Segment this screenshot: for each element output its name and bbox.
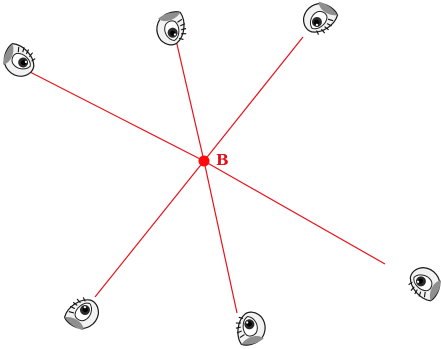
eye-icon	[298, 0, 340, 40]
sight-line-bottom-left	[95, 161, 204, 297]
observer-eye-bottom-left	[62, 292, 104, 335]
eye-icon	[233, 310, 268, 347]
eye-icon	[154, 10, 189, 48]
point-b-label: B	[216, 151, 229, 169]
sight-line-left	[30, 72, 204, 161]
point-b-marker	[199, 156, 210, 167]
sight-line-top-right	[204, 37, 303, 161]
observer-eye-bottom-middle	[233, 310, 268, 347]
eye-icon	[62, 292, 104, 335]
sight-line-right	[204, 161, 385, 264]
eye-icon	[404, 263, 441, 304]
observer-eye-top-right	[298, 0, 340, 40]
sight-line-bottom-middle	[204, 161, 237, 313]
sight-line-top-middle	[176, 40, 204, 161]
observer-eye-top-middle	[154, 10, 189, 48]
sight-lines	[30, 37, 385, 313]
observer-eye-right	[404, 263, 441, 304]
eye-icon	[0, 41, 40, 81]
observer-eye-left	[0, 41, 40, 81]
